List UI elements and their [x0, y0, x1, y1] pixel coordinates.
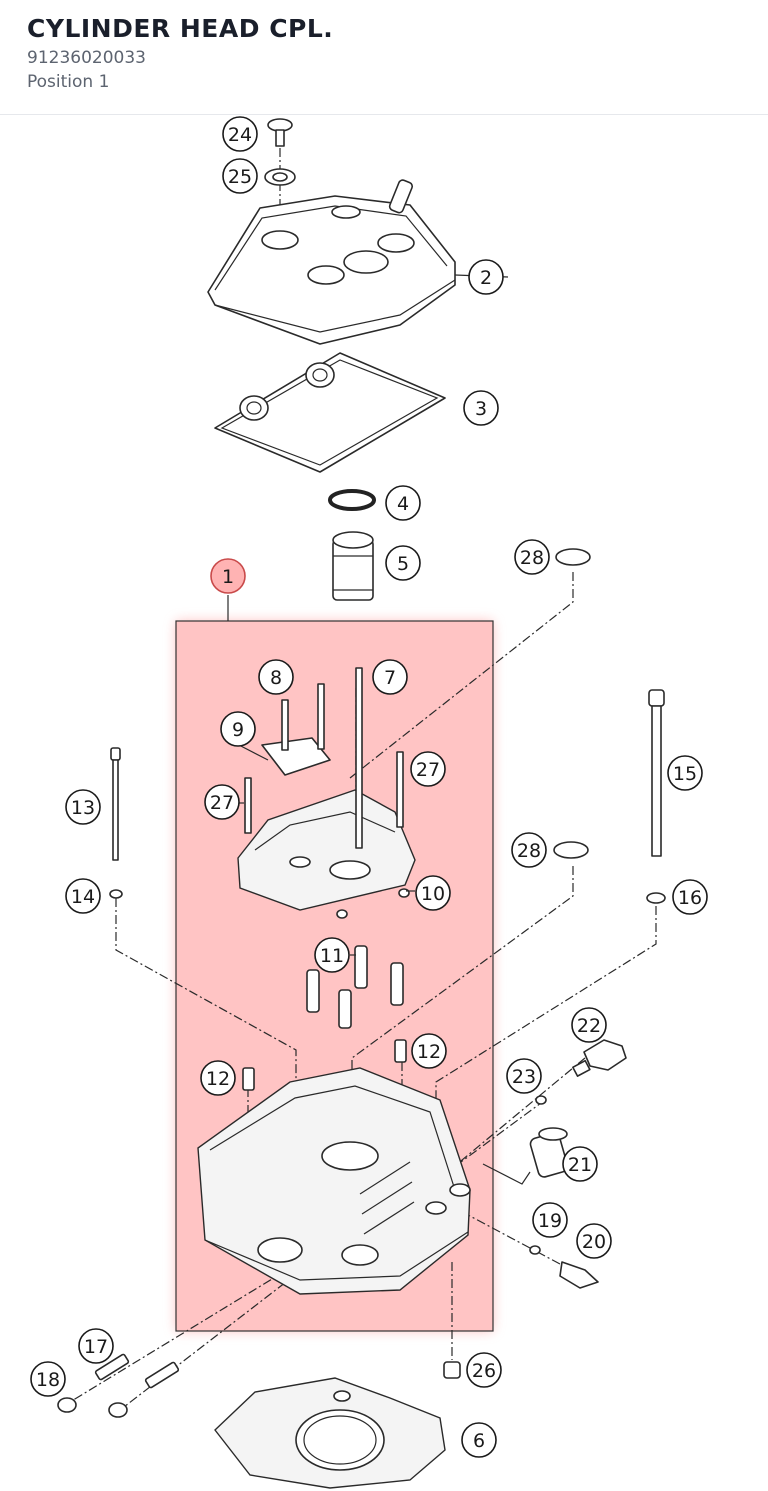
callout-5[interactable]: 5 — [385, 545, 421, 581]
part-header: CYLINDER HEAD CPL. 91236020033 Position … — [0, 0, 768, 115]
dowel-left — [242, 1067, 255, 1091]
callout-16[interactable]: 16 — [672, 879, 708, 915]
callout-24[interactable]: 24 — [222, 116, 258, 152]
callout-12-left[interactable]: 12 — [200, 1060, 236, 1096]
callout-9[interactable]: 9 — [220, 711, 256, 747]
callout-label-26: 26 — [472, 1360, 496, 1382]
callout-14[interactable]: 14 — [65, 878, 101, 914]
callout-15[interactable]: 15 — [667, 755, 703, 791]
callout-label-19: 19 — [538, 1210, 562, 1232]
callout-18[interactable]: 18 — [30, 1361, 66, 1397]
callout-6[interactable]: 6 — [461, 1422, 497, 1458]
valve-guides — [306, 945, 404, 1029]
callout-label-1: 1 — [222, 566, 234, 588]
callout-label-6: 6 — [473, 1430, 485, 1452]
oring-28-lower — [553, 841, 589, 859]
valve-cover-gasket — [214, 352, 446, 473]
callout-10[interactable]: 10 — [415, 875, 451, 911]
callout-21[interactable]: 21 — [562, 1146, 598, 1182]
callout-22[interactable]: 22 — [571, 1007, 607, 1043]
callout-3[interactable]: 3 — [463, 390, 499, 426]
callout-label-16: 16 — [678, 887, 702, 909]
callout-28-upper[interactable]: 28 — [514, 539, 550, 575]
position-label: Position 1 — [27, 72, 110, 92]
valve-cover — [207, 179, 456, 345]
callout-label-18: 18 — [36, 1369, 60, 1391]
callout-label-20: 20 — [582, 1231, 606, 1253]
exploded-parts-diagram: 1 2 3 4 5 6 7 8 9 10 11 12 12 13 14 15 1… — [30, 116, 708, 1489]
plug-26 — [443, 1361, 461, 1379]
callout-label-24: 24 — [228, 124, 252, 146]
callout-label-2: 2 — [480, 267, 492, 289]
callout-20[interactable]: 20 — [576, 1223, 612, 1259]
callout-label-7: 7 — [384, 667, 396, 689]
callout-27-right[interactable]: 27 — [410, 751, 446, 787]
long-bolt-right — [646, 689, 666, 904]
long-bolt-left — [109, 747, 123, 899]
callout-25[interactable]: 25 — [222, 158, 258, 194]
callout-27-left[interactable]: 27 — [204, 784, 240, 820]
callout-label-23: 23 — [512, 1066, 536, 1088]
pins-and-bolts — [57, 1353, 180, 1418]
callout-28-lower[interactable]: 28 — [511, 832, 547, 868]
callout-label-12-left: 12 — [206, 1068, 230, 1090]
callout-2[interactable]: 2 — [468, 259, 504, 295]
callout-label-17: 17 — [84, 1336, 108, 1358]
callout-label-14: 14 — [71, 886, 95, 908]
callout-label-13: 13 — [71, 797, 95, 819]
callout-label-28-upper: 28 — [520, 547, 544, 569]
callout-label-27-right: 27 — [416, 759, 440, 781]
callout-label-10: 10 — [421, 883, 445, 905]
callout-12-right[interactable]: 12 — [411, 1033, 447, 1069]
callout-23[interactable]: 23 — [506, 1058, 542, 1094]
dowel-right — [394, 1039, 407, 1063]
callout-17[interactable]: 17 — [78, 1328, 114, 1364]
callout-label-3: 3 — [475, 398, 487, 420]
callout-label-22: 22 — [577, 1015, 601, 1037]
callout-13[interactable]: 13 — [65, 789, 101, 825]
callout-label-15: 15 — [673, 763, 697, 785]
page-title: CYLINDER HEAD CPL. — [27, 14, 334, 43]
sensor-fittings — [482, 1039, 627, 1289]
callout-label-9: 9 — [232, 719, 244, 741]
callout-7[interactable]: 7 — [372, 659, 408, 695]
valve-cover-screw — [264, 118, 296, 186]
callout-label-21: 21 — [568, 1154, 592, 1176]
callout-label-11: 11 — [320, 945, 344, 967]
callout-label-27-left: 27 — [210, 792, 234, 814]
oring-and-cap — [328, 489, 376, 601]
callout-label-8: 8 — [270, 667, 282, 689]
callout-26[interactable]: 26 — [466, 1352, 502, 1388]
callout-8[interactable]: 8 — [258, 659, 294, 695]
camshaft-carrier — [237, 667, 416, 919]
callout-label-25: 25 — [228, 166, 252, 188]
callout-label-5: 5 — [397, 553, 409, 575]
callout-1[interactable]: 1 — [210, 558, 246, 594]
callout-label-28-lower: 28 — [517, 840, 541, 862]
part-number: 91236020033 — [27, 48, 146, 68]
oring-28-upper — [555, 548, 591, 566]
callout-11[interactable]: 11 — [314, 937, 350, 973]
callout-label-4: 4 — [397, 493, 409, 515]
cylinder-head-body — [197, 1067, 471, 1295]
cylinder-head-gasket — [214, 1377, 446, 1489]
callout-19[interactable]: 19 — [532, 1202, 568, 1238]
callout-4[interactable]: 4 — [385, 485, 421, 521]
callout-label-12-right: 12 — [417, 1041, 441, 1063]
